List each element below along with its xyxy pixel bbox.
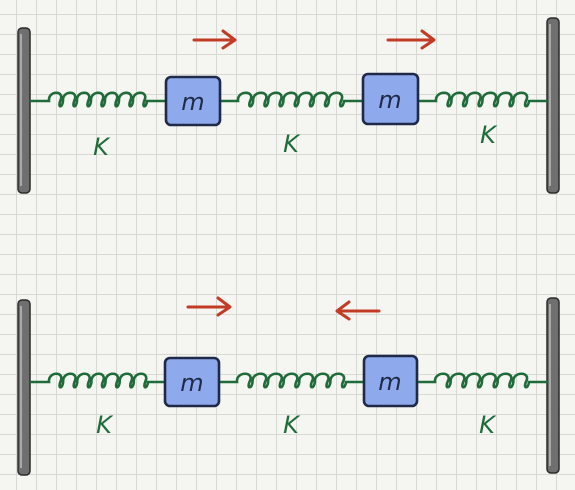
spring-constant-label: K	[479, 411, 497, 439]
scene-out-of-phase: m m K K K	[17, 296, 560, 476]
mass-label: m	[181, 88, 204, 116]
spring-middle	[217, 372, 366, 389]
mass-block-right: m	[361, 72, 420, 126]
spring-left	[29, 91, 167, 108]
mass-block-right: m	[362, 354, 419, 408]
mass-label: m	[378, 86, 401, 114]
arrow-right-icon	[186, 296, 232, 317]
arrow-left-icon	[335, 300, 381, 321]
mass-label: m	[180, 369, 203, 397]
spring-constant-label: K	[480, 121, 498, 149]
left-wall	[17, 27, 31, 194]
spring-constant-label: K	[283, 411, 301, 439]
scene-in-phase: m m K K K	[17, 17, 560, 194]
arrow-right-icon	[192, 29, 237, 50]
spring-right	[416, 91, 549, 108]
spring-left	[29, 372, 168, 389]
spring-constant-label: K	[283, 130, 301, 158]
right-wall	[546, 297, 560, 474]
spring-middle	[218, 91, 364, 108]
mass-block-left: m	[164, 75, 222, 127]
spring-constant-label: K	[93, 133, 111, 161]
spring-constant-label: K	[96, 411, 114, 439]
mass-block-left: m	[163, 356, 221, 408]
left-wall	[17, 299, 31, 476]
mass-label: m	[378, 368, 401, 396]
right-wall	[546, 17, 560, 194]
spring-right	[415, 372, 549, 389]
arrow-right-icon	[386, 29, 436, 50]
